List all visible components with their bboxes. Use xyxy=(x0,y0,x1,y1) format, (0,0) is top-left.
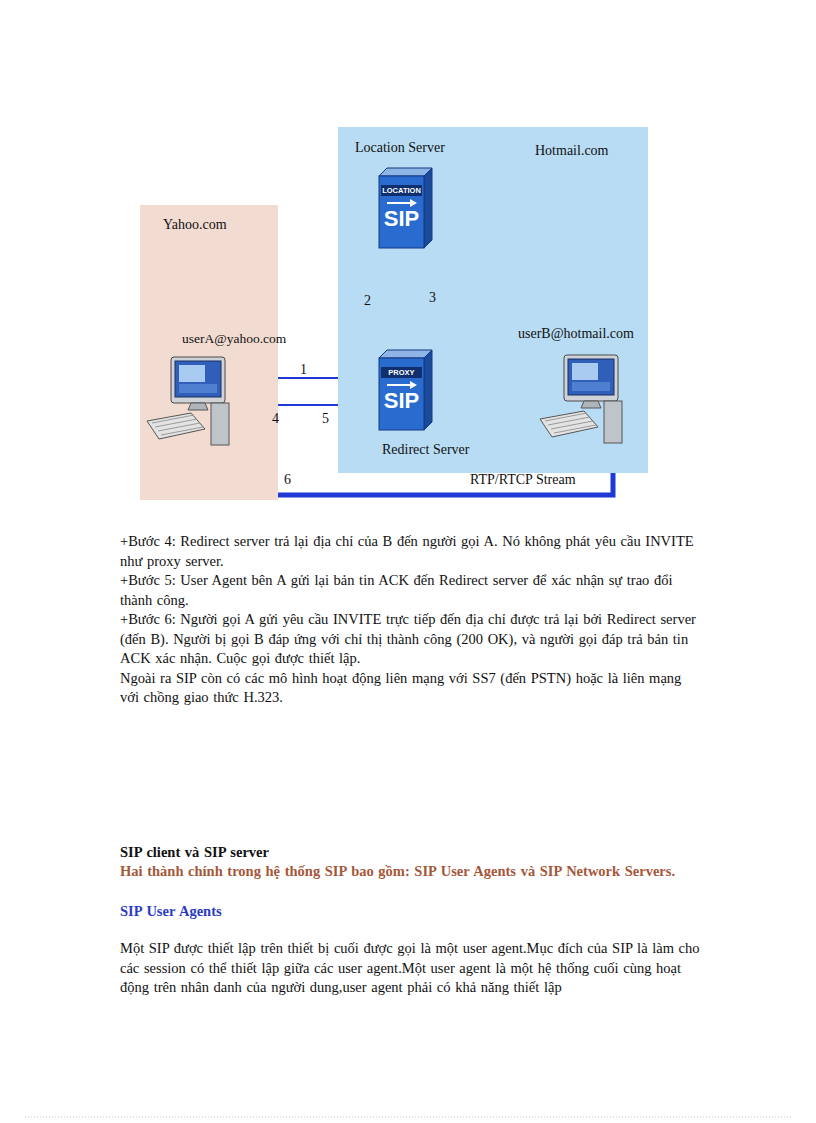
logo-arrow xyxy=(387,384,411,386)
server-top xyxy=(379,168,432,176)
section-subheading: Hai thành chính trong hệ thống SIP bao g… xyxy=(120,862,700,882)
key-row xyxy=(545,413,587,421)
body-paragraph: +Bước 6: Người gọi A gửi yêu cầu INVITE … xyxy=(120,610,700,669)
keyboard xyxy=(147,413,205,439)
computer-icon xyxy=(538,353,630,448)
screen-window xyxy=(179,384,217,393)
redirect-server: Redirect ServerPROXYSIP xyxy=(375,350,432,430)
callout-number: 5 xyxy=(322,410,329,427)
keyboard xyxy=(540,411,598,437)
monitor-stand xyxy=(581,401,601,408)
domain-name: Hotmail.com xyxy=(535,142,609,160)
key-row xyxy=(554,425,596,433)
server-side xyxy=(424,168,432,248)
icon-logo-text: SIP xyxy=(379,388,424,414)
key-row xyxy=(158,423,200,431)
body-paragraph: Ngoài ra SIP còn có các mô hình hoạt độn… xyxy=(120,669,700,708)
screen-window xyxy=(572,363,598,380)
body-paragraph: +Bước 4: Redirect server trả lại địa chỉ… xyxy=(120,532,700,571)
server-front xyxy=(379,176,424,248)
server-name: Redirect Server xyxy=(382,441,469,459)
key-row xyxy=(155,419,197,427)
keyboard-keys xyxy=(545,413,596,433)
signal-arrow xyxy=(232,404,375,406)
server-icon xyxy=(375,350,432,430)
callout-number: 1 xyxy=(300,361,307,378)
body-paragraph: Một SIP được thiết lập trên thiết bị cuố… xyxy=(120,939,700,998)
keyboard-keys xyxy=(152,415,203,435)
callout-number: 4 xyxy=(272,410,279,427)
server-name: Location Server xyxy=(355,139,445,157)
user-address: userB@hotmail.com xyxy=(518,325,634,343)
body-paragraph: +Bước 5: User Agent bên A gửi lại bản ti… xyxy=(120,571,700,610)
user-address: userA@yahoo.com xyxy=(182,330,286,348)
location-server: Location ServerLOCATIONSIP xyxy=(375,168,432,248)
screen-window xyxy=(179,365,205,382)
monitor-screen xyxy=(175,361,221,397)
screen-window xyxy=(572,382,610,391)
callout-number: 6 xyxy=(284,471,291,488)
domain-region: Hotmail.com Location ServerLOCATION SIP Red… xyxy=(338,127,648,473)
server-top xyxy=(379,350,432,358)
stream-label: RTP/RTCP Stream xyxy=(470,471,576,488)
key-row xyxy=(551,421,593,429)
media-stream-line xyxy=(205,449,613,495)
callout-number: 3 xyxy=(429,289,436,306)
server-band xyxy=(381,367,422,378)
logo-arrowhead xyxy=(410,199,417,207)
signal-arrow xyxy=(384,249,386,350)
key-row xyxy=(161,427,203,435)
section-heading: SIP client và SIP server xyxy=(120,843,700,863)
signal-arrow xyxy=(232,404,375,406)
system-tower xyxy=(211,403,229,445)
text-column: +Bước 4: Redirect server trả lại địa chỉ… xyxy=(120,532,700,998)
server-front xyxy=(379,358,424,430)
logo-arrowhead xyxy=(410,381,417,389)
server-side xyxy=(424,350,432,430)
monitor-screen xyxy=(568,359,614,395)
icon-band-text: LOCATION xyxy=(379,185,424,196)
monitor-stand xyxy=(188,403,208,410)
callout-number: 2 xyxy=(364,292,371,309)
icon-logo-text: SIP xyxy=(379,206,424,232)
section-heading: SIP User Agents xyxy=(120,902,700,922)
signal-arrow xyxy=(417,249,419,350)
domain-name: Yahoo.com xyxy=(163,216,227,234)
signal-arrow xyxy=(232,377,375,379)
monitor-body xyxy=(564,355,618,401)
domain-region: Yahoo.com userA@yahoo.com xyxy=(140,205,278,500)
monitor-body xyxy=(171,357,225,403)
page-edge-rule xyxy=(25,1117,792,1118)
icon-band-text: PROXY xyxy=(379,367,424,378)
logo-arrow xyxy=(387,202,411,204)
key-row xyxy=(152,415,194,423)
server-band xyxy=(381,185,422,196)
server-icon xyxy=(375,168,432,248)
key-row xyxy=(548,417,590,425)
user-agent-computer: userB@hotmail.com xyxy=(538,353,630,448)
system-tower xyxy=(604,401,622,443)
user-agent-computer: userA@yahoo.com xyxy=(145,355,232,448)
computer-icon xyxy=(145,355,232,448)
